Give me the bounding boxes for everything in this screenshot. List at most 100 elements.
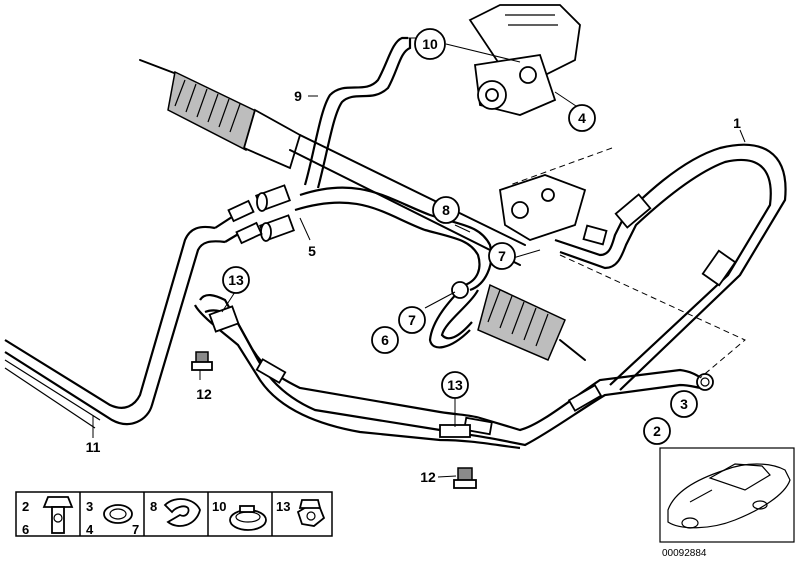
nut-flange-icon xyxy=(298,499,322,509)
car-roof-icon xyxy=(708,463,771,491)
hose-clip-icon xyxy=(163,498,201,527)
steering-valve xyxy=(499,174,587,241)
legend-seal-ring[interactable]: 3 4 7 xyxy=(86,499,139,537)
return-line-end-inner xyxy=(700,377,710,387)
callout-4[interactable]: 4 xyxy=(568,104,596,132)
legend-nut[interactable]: 13 xyxy=(276,499,326,527)
sleeve-a xyxy=(255,358,287,384)
hose-1-inner xyxy=(559,158,772,386)
return-hose-9 xyxy=(303,36,408,186)
svg-text:8: 8 xyxy=(442,202,450,218)
svg-text:10: 10 xyxy=(212,499,226,514)
callout-7-upper[interactable]: 7 xyxy=(488,242,516,270)
steering-rack xyxy=(139,59,587,361)
label-12-left[interactable]: 12 xyxy=(196,386,212,402)
valve-port xyxy=(511,201,529,219)
car-wheel-rear-icon xyxy=(752,500,768,510)
return-hose-9-edge xyxy=(316,38,412,189)
image-code: 00092884 xyxy=(662,548,707,559)
car-locator: 00092884 xyxy=(659,447,795,559)
hose-1-fitting xyxy=(582,224,608,246)
cooler-end-b xyxy=(235,221,263,245)
svg-text:13: 13 xyxy=(228,272,244,288)
callout-7-lower[interactable]: 7 xyxy=(398,306,426,334)
hose-clamp-icon xyxy=(229,509,267,531)
fitting-12-bottom xyxy=(453,467,477,489)
sleeve-b xyxy=(463,416,493,436)
label-11[interactable]: 11 xyxy=(86,439,101,455)
hose-1-crimp-b xyxy=(701,249,737,287)
svg-text:6: 6 xyxy=(22,522,29,537)
callout-10[interactable]: 10 xyxy=(414,28,446,60)
callout-3[interactable]: 3 xyxy=(670,390,698,418)
sleeve-c xyxy=(567,384,603,412)
callout-13-left[interactable]: 13 xyxy=(222,266,250,294)
reservoir-lines xyxy=(505,14,558,26)
callout-13-bottom[interactable]: 13 xyxy=(441,371,469,399)
svg-text:6: 6 xyxy=(381,332,389,348)
bolt-shank-icon xyxy=(51,506,65,534)
svg-text:3: 3 xyxy=(680,396,688,412)
fitting-12b-hex xyxy=(453,479,477,489)
cooler-line-b xyxy=(4,240,226,426)
svg-text:4: 4 xyxy=(86,522,94,537)
valve-port-2 xyxy=(541,188,555,202)
fitting-12-hex xyxy=(191,361,213,371)
svg-text:13: 13 xyxy=(276,499,290,514)
label-12-bottom[interactable]: 12 xyxy=(420,469,436,485)
svg-text:13: 13 xyxy=(447,377,463,393)
pressure-loop-6-edge xyxy=(440,289,479,340)
svg-text:7: 7 xyxy=(408,312,416,328)
coupling-a-end xyxy=(256,192,268,212)
locator-frame xyxy=(659,447,795,543)
rack-boot-left xyxy=(167,70,259,152)
svg-text:2: 2 xyxy=(22,499,29,514)
boot-ribs xyxy=(174,79,241,133)
bolt-head-icon xyxy=(42,496,74,508)
legend-strip: 2 6 3 4 7 8 10 13 xyxy=(15,491,333,537)
rack-housing-left xyxy=(242,108,302,170)
dash-4 xyxy=(509,147,613,186)
callout-6[interactable]: 6 xyxy=(371,326,399,354)
svg-text:7: 7 xyxy=(498,248,506,264)
svg-text:8: 8 xyxy=(150,499,157,514)
cooler-line-a xyxy=(4,225,216,409)
return-line-upper xyxy=(199,294,706,432)
fitting-12-left xyxy=(191,351,213,371)
coupling-b-end xyxy=(260,222,272,242)
pressure-loop-6 xyxy=(428,284,471,349)
hose-1-crimp-a xyxy=(614,193,652,229)
bracket-13-left xyxy=(208,305,240,333)
label-1[interactable]: 1 xyxy=(733,115,741,131)
steering-pump xyxy=(468,4,581,116)
hose-couplings xyxy=(255,184,295,242)
cooling-coil-11 xyxy=(4,199,263,429)
leader-lines xyxy=(92,37,746,478)
rack-boot-right xyxy=(477,283,566,361)
label-9[interactable]: 9 xyxy=(294,88,302,104)
car-body-icon xyxy=(667,463,791,529)
svg-text:3: 3 xyxy=(86,499,93,514)
callout-2[interactable]: 2 xyxy=(643,417,671,445)
banjo-fitting xyxy=(451,281,469,299)
lower-return-line xyxy=(194,294,714,450)
pulley-hub xyxy=(485,88,499,102)
pressure-line-8-edge xyxy=(294,201,481,287)
hose-1-outer xyxy=(554,143,787,391)
svg-text:10: 10 xyxy=(422,36,438,52)
callout-8[interactable]: 8 xyxy=(432,196,460,224)
label-5[interactable]: 5 xyxy=(308,243,316,259)
boot-ribs-right xyxy=(487,289,549,347)
svg-text:2: 2 xyxy=(653,423,661,439)
legend-clip[interactable]: 8 xyxy=(150,498,201,527)
legend-hose-clamp[interactable]: 10 xyxy=(212,499,267,531)
cooler-end-a xyxy=(227,199,255,223)
dash-3 xyxy=(559,254,746,379)
cooler-line-c xyxy=(4,359,101,429)
rack-tube xyxy=(289,134,526,266)
car-wheel-icon xyxy=(681,517,699,529)
pump-outlet xyxy=(519,66,537,84)
legend-bolt[interactable]: 2 6 xyxy=(22,496,74,537)
return-line-end xyxy=(696,373,714,391)
